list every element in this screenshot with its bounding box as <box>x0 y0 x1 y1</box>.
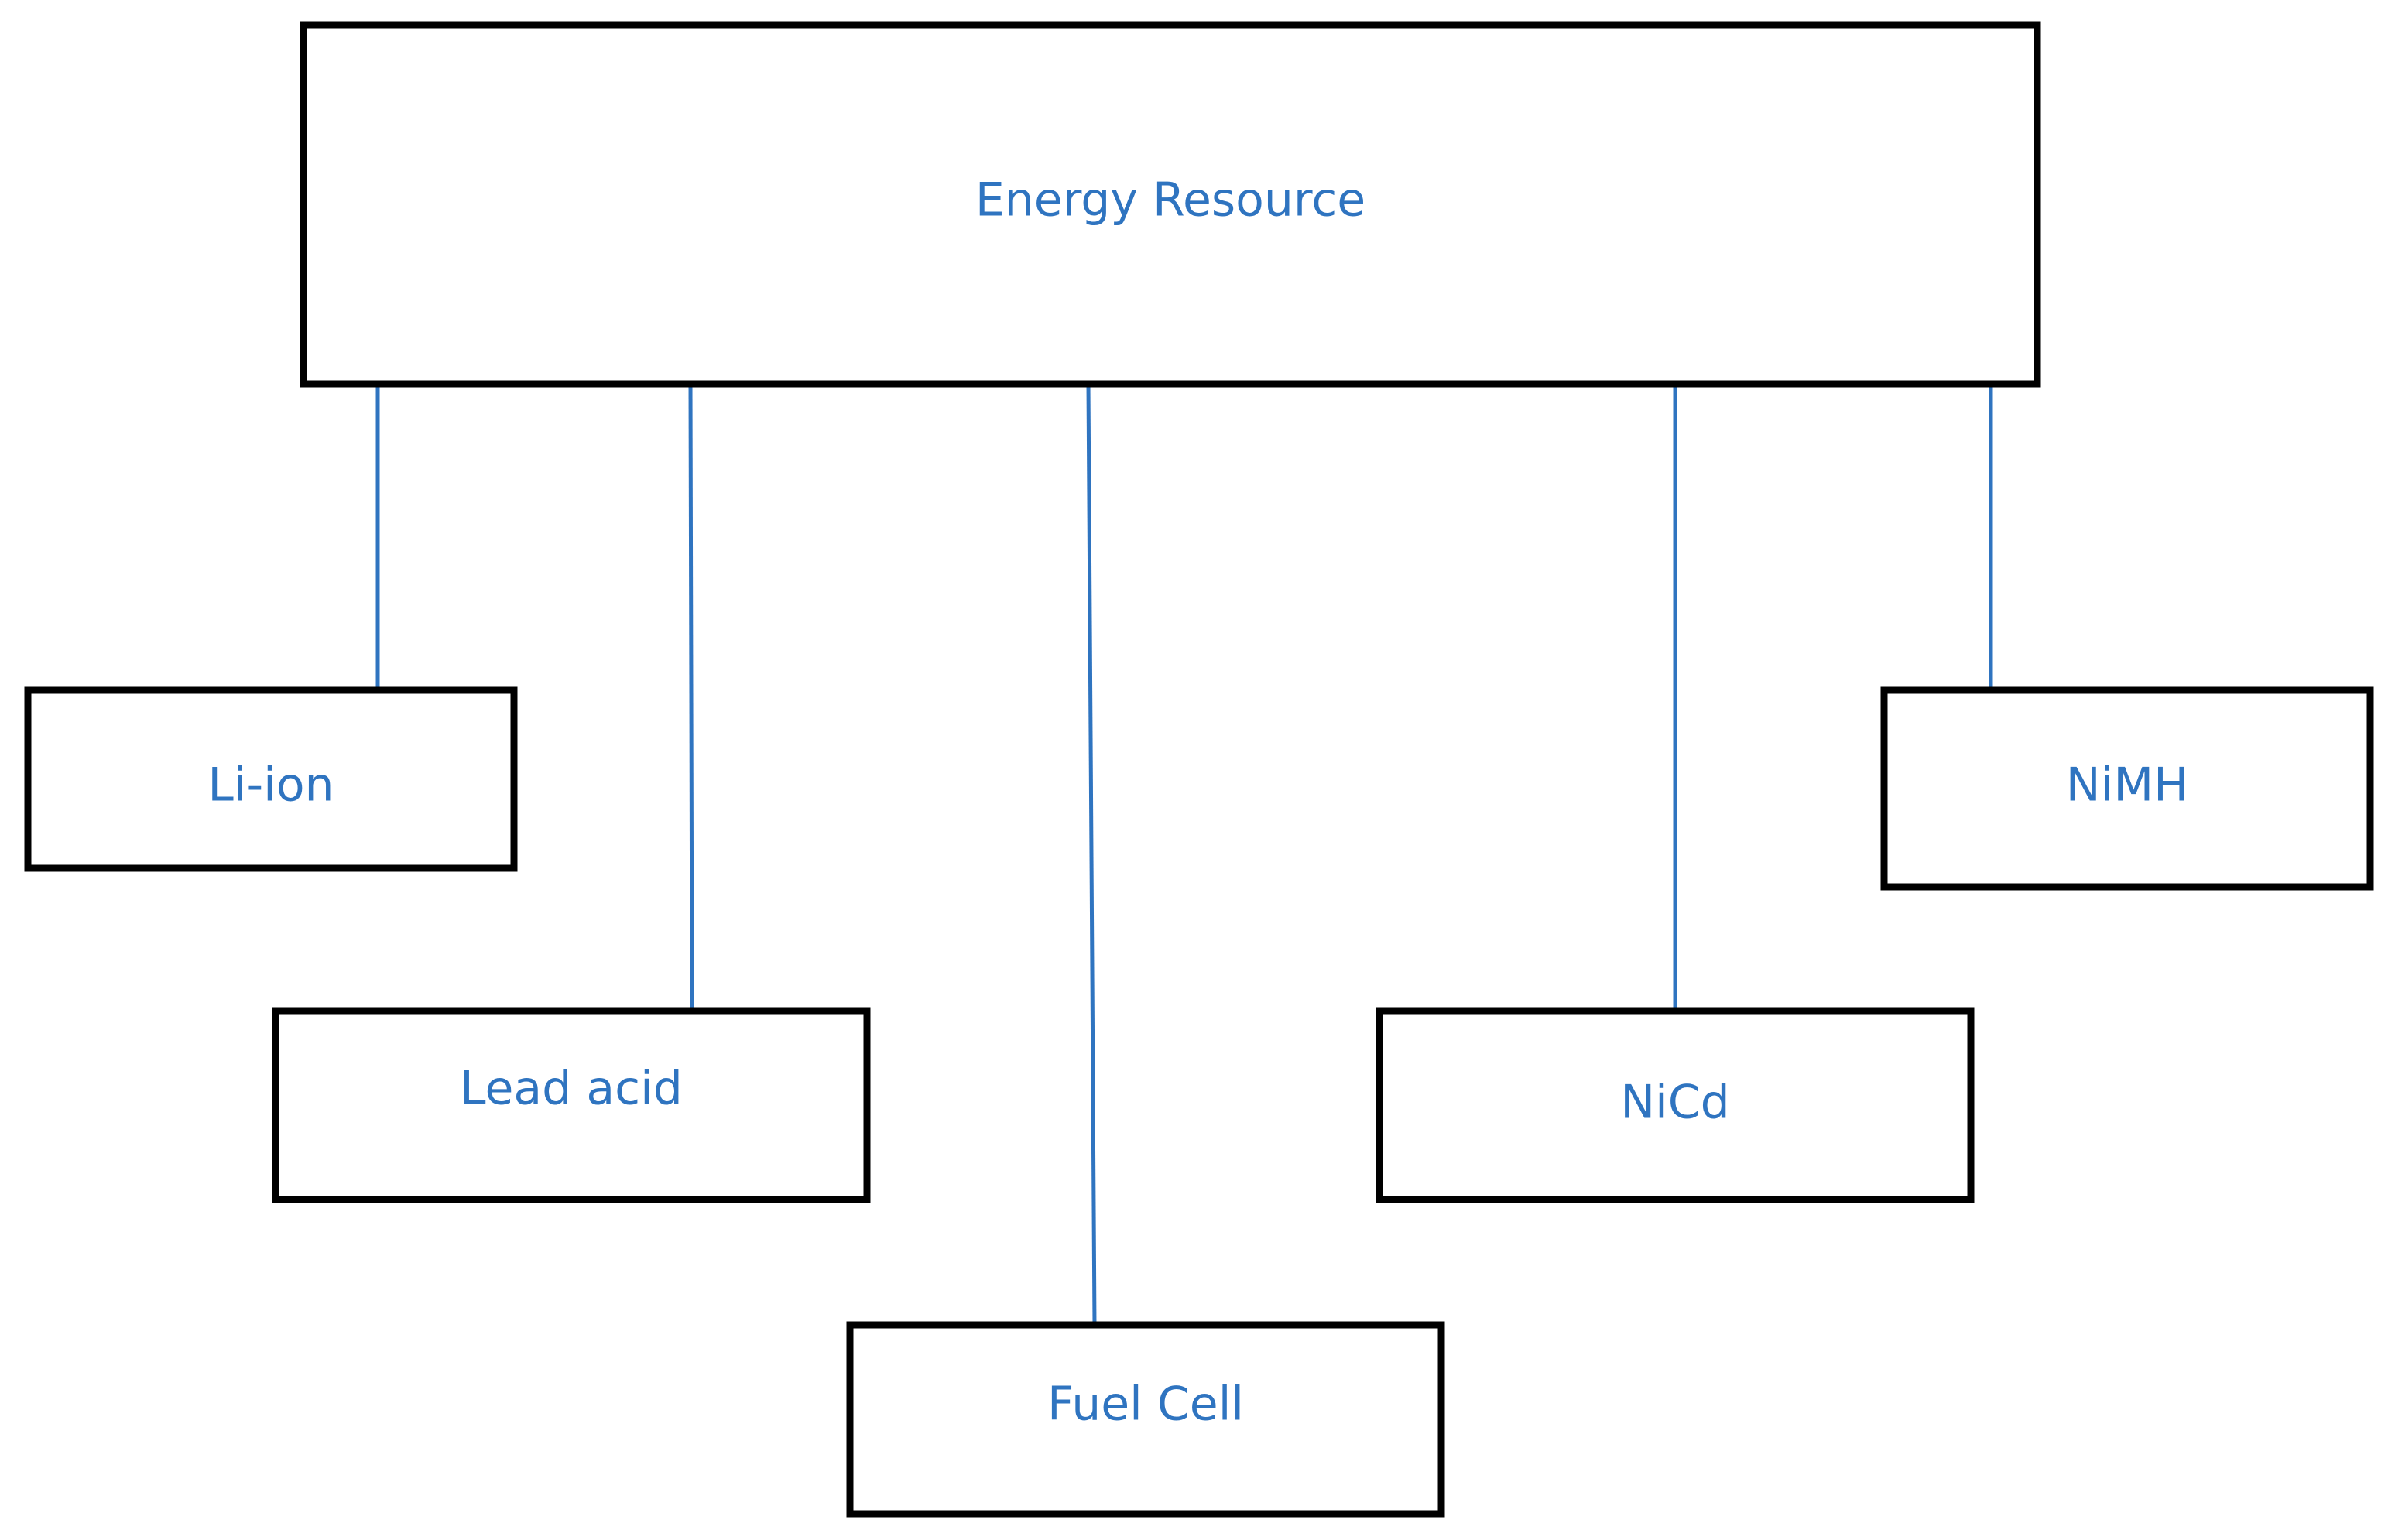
root-node-box <box>300 21 2041 388</box>
child-node-fuel-cell-label: Fuel Cell <box>1047 1377 1244 1432</box>
connector-lead-acid <box>688 383 694 1013</box>
child-node-nicd-box <box>1376 1007 1975 1203</box>
root-node: Energy Resource <box>300 21 2041 388</box>
child-node-nicd: NiCd <box>1376 1007 1975 1203</box>
child-node-nimh: NiMH <box>1880 686 2374 891</box>
child-node-nicd-label: NiCd <box>1620 1076 1730 1130</box>
child-node-nimh-label: NiMH <box>2066 758 2188 813</box>
child-node-fuel-cell-box <box>846 1321 1445 1518</box>
child-node-li-ion: Li-ion <box>24 686 518 872</box>
child-node-lead-acid: Lead acid <box>272 1007 871 1203</box>
connector-fuel-cell <box>1086 383 1097 1326</box>
child-node-nimh-box <box>1880 686 2374 891</box>
child-node-li-ion-box <box>24 686 518 872</box>
child-node-fuel-cell: Fuel Cell <box>846 1321 1445 1518</box>
child-node-lead-acid-label: Lead acid <box>460 1062 683 1116</box>
child-node-li-ion-label: Li-ion <box>207 758 334 813</box>
child-node-lead-acid-box <box>272 1007 871 1203</box>
root-node-label: Energy Resource <box>975 173 1365 228</box>
